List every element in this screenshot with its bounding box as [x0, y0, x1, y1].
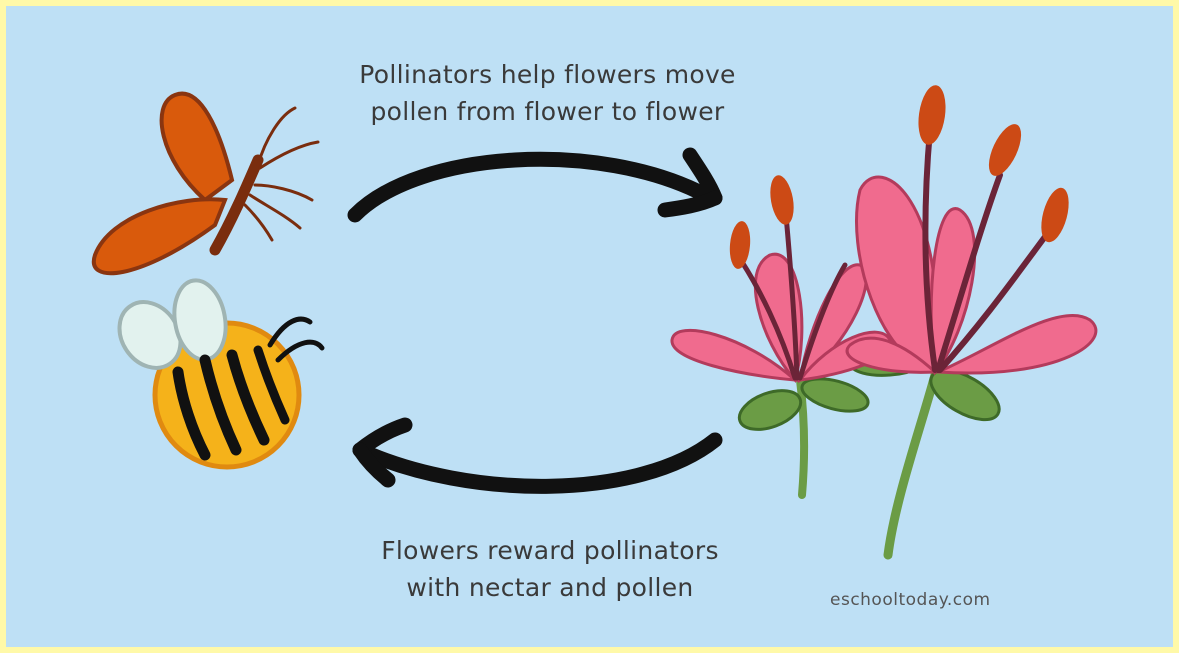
arrow-left-icon [360, 425, 715, 486]
watermark: eschooltoday.com [830, 590, 991, 610]
bottom-caption: Flowers reward pollinators with nectar a… [290, 532, 810, 606]
flowers-icon [672, 83, 1096, 555]
arrow-right-icon [355, 155, 715, 215]
bee-icon [107, 276, 322, 467]
top-caption: Pollinators help flowers move pollen fro… [280, 56, 815, 130]
bottom-caption-line2: with nectar and pollen [290, 569, 810, 606]
top-caption-line1: Pollinators help flowers move [280, 56, 815, 93]
top-caption-line2: pollen from flower to flower [280, 93, 815, 130]
bottom-caption-line1: Flowers reward pollinators [290, 532, 810, 569]
